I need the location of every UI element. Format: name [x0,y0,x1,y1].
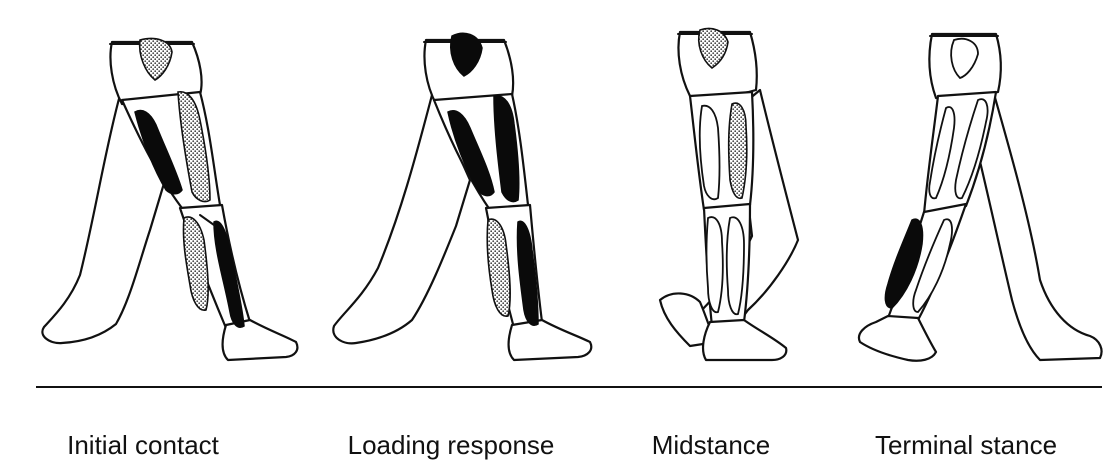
lead-foot [223,320,298,360]
phase-label-initial-contact: Initial contact [67,430,219,461]
lead-foot [509,320,592,360]
stance-foot [703,320,786,360]
figure-terminal-stance [859,34,1102,361]
phase-label-midstance: Midstance [652,430,771,461]
phase-label-loading-response: Loading response [348,430,555,461]
phase-label-terminal-stance: Terminal stance [875,430,1057,461]
figure-midstance [660,29,798,361]
ground-line [36,386,1102,388]
calf-inactive [707,217,723,312]
quadriceps-partial [729,103,747,198]
figure-loading-response [333,33,591,360]
stance-foot [859,316,936,361]
figure-initial-contact [42,39,297,361]
tibialis-inactive [727,217,744,314]
